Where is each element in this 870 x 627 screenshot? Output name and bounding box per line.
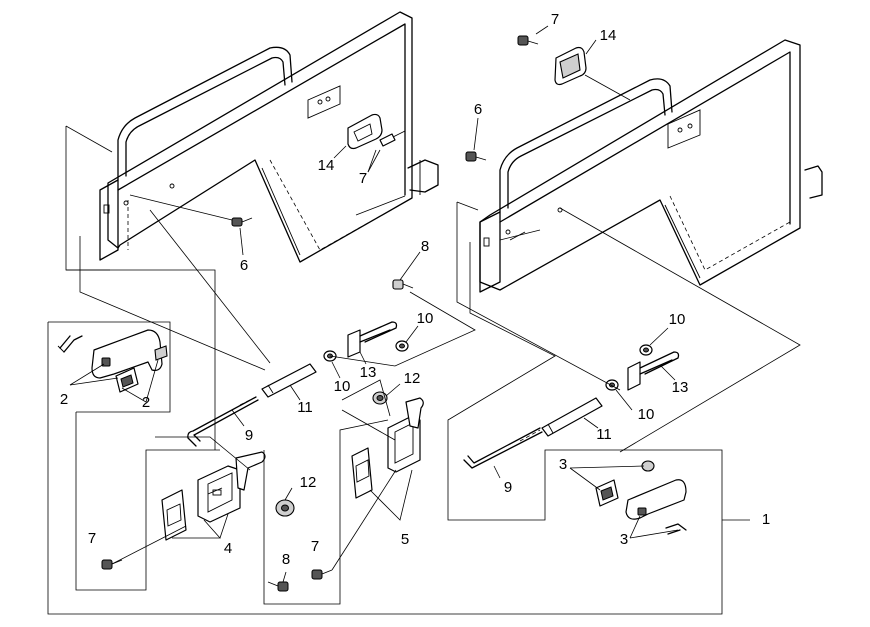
callout-7-bottom-left: 7	[88, 530, 96, 547]
bolt-part-8-bottom	[267, 581, 289, 592]
callout-7-bottom: 7	[311, 538, 319, 555]
callout-labels: 7 14 6 14 7 6 8 10 10 13 10 13 10 12 11 …	[60, 11, 770, 568]
bolt-part-8-mid	[392, 279, 414, 290]
callout-14-top: 14	[600, 27, 617, 44]
washer-part-12-low	[275, 499, 295, 517]
washer-part-10-right-low	[605, 379, 619, 391]
callout-10-right-top: 10	[669, 311, 686, 328]
screw-part-7-top	[517, 35, 539, 46]
callout-10-mid-low: 10	[334, 378, 351, 395]
callout-7-top: 7	[551, 11, 559, 28]
callout-11-right: 11	[596, 426, 612, 443]
callout-14-left: 14	[318, 157, 335, 174]
inside-handle-part-3	[595, 460, 687, 535]
callout-6-right: 6	[474, 101, 482, 118]
callout-12-low: 12	[300, 474, 317, 491]
link-rod-part-9-right	[463, 427, 543, 469]
callout-9-left: 9	[245, 427, 253, 444]
callout-7-left: 7	[359, 170, 367, 187]
callout-13-right: 13	[672, 379, 689, 396]
right-door-panel	[479, 39, 823, 293]
latch-assembly-part-4	[161, 451, 266, 541]
callout-8-mid: 8	[421, 238, 429, 255]
bolt-part-6-right	[465, 151, 487, 162]
callout-12-mid: 12	[404, 370, 421, 387]
callout-10-mid: 10	[417, 310, 434, 327]
washer-part-12-mid	[372, 391, 388, 405]
link-rod-part-9-left	[187, 395, 259, 447]
callout-4: 4	[224, 540, 232, 557]
callout-6-left: 6	[240, 257, 248, 274]
handle-cover-part-14-left	[347, 113, 383, 150]
callout-3-b: 3	[620, 531, 628, 548]
callout-8-bottom: 8	[282, 551, 290, 568]
callout-1: 1	[762, 511, 770, 528]
screw-part-7-bottom	[311, 569, 333, 580]
leader-lines	[69, 25, 750, 583]
callout-2-a: 2	[60, 391, 68, 408]
callout-13-mid: 13	[360, 364, 377, 381]
handle-cover-part-14-right	[554, 46, 587, 86]
washer-part-10-right-top	[639, 344, 653, 356]
callout-9-right: 9	[504, 479, 512, 496]
rod-clip-part-13-mid	[347, 321, 398, 358]
rod-sleeve-part-11-right	[541, 397, 603, 437]
screw-part-7-left	[379, 130, 406, 147]
left-door-panel	[99, 11, 439, 263]
bolt-part-6-left	[231, 217, 253, 227]
callout-3-a: 3	[559, 456, 567, 473]
latch-assembly-part-5	[351, 397, 424, 499]
inside-handle-part-2	[57, 329, 168, 393]
assembly-outlines	[47, 74, 801, 615]
callout-2-b: 2	[142, 394, 150, 411]
callout-5: 5	[401, 531, 409, 548]
rod-sleeve-part-11-left	[261, 363, 317, 398]
callout-10-right-low: 10	[638, 406, 655, 423]
rod-clip-part-13-right	[627, 351, 680, 391]
screw-part-7-bottom-left	[101, 559, 123, 570]
callout-11-left: 11	[297, 399, 313, 416]
washer-part-10-mid-top	[395, 340, 409, 352]
